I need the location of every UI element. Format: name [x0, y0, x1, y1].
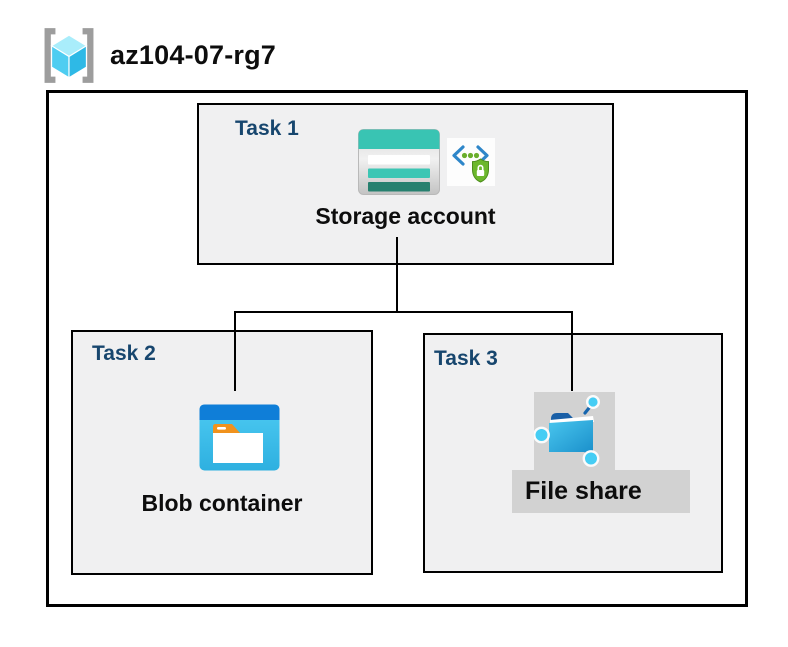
task1-box: Task 1 Sto	[197, 103, 614, 265]
connector-to-blob-container	[234, 311, 236, 391]
storage-account-icon	[358, 129, 440, 195]
task3-box: Task 3	[423, 333, 723, 573]
connector-to-file-share	[571, 311, 573, 391]
file-share-label-background: File share	[512, 470, 690, 513]
resource-group-icon	[44, 28, 94, 83]
secure-endpoint-icon	[447, 138, 495, 186]
task2-box: Task 2 Blob container	[71, 330, 373, 575]
file-share-icon-background	[534, 392, 615, 470]
connector-horizontal	[234, 311, 573, 313]
task2-label: Task 2	[92, 342, 156, 365]
task3-resource-label: File share	[525, 477, 642, 505]
blob-container-icon	[199, 404, 280, 471]
task3-label: Task 3	[434, 347, 498, 370]
resource-group-header: az104-07-rg7	[0, 0, 788, 90]
resource-group-name: az104-07-rg7	[110, 40, 276, 70]
task2-resource-label: Blob container	[141, 490, 303, 516]
task1-resource-label: Storage account	[315, 203, 496, 229]
task1-label: Task 1	[235, 117, 299, 140]
file-share-icon	[534, 394, 601, 467]
connector-storage-stem	[396, 237, 398, 312]
